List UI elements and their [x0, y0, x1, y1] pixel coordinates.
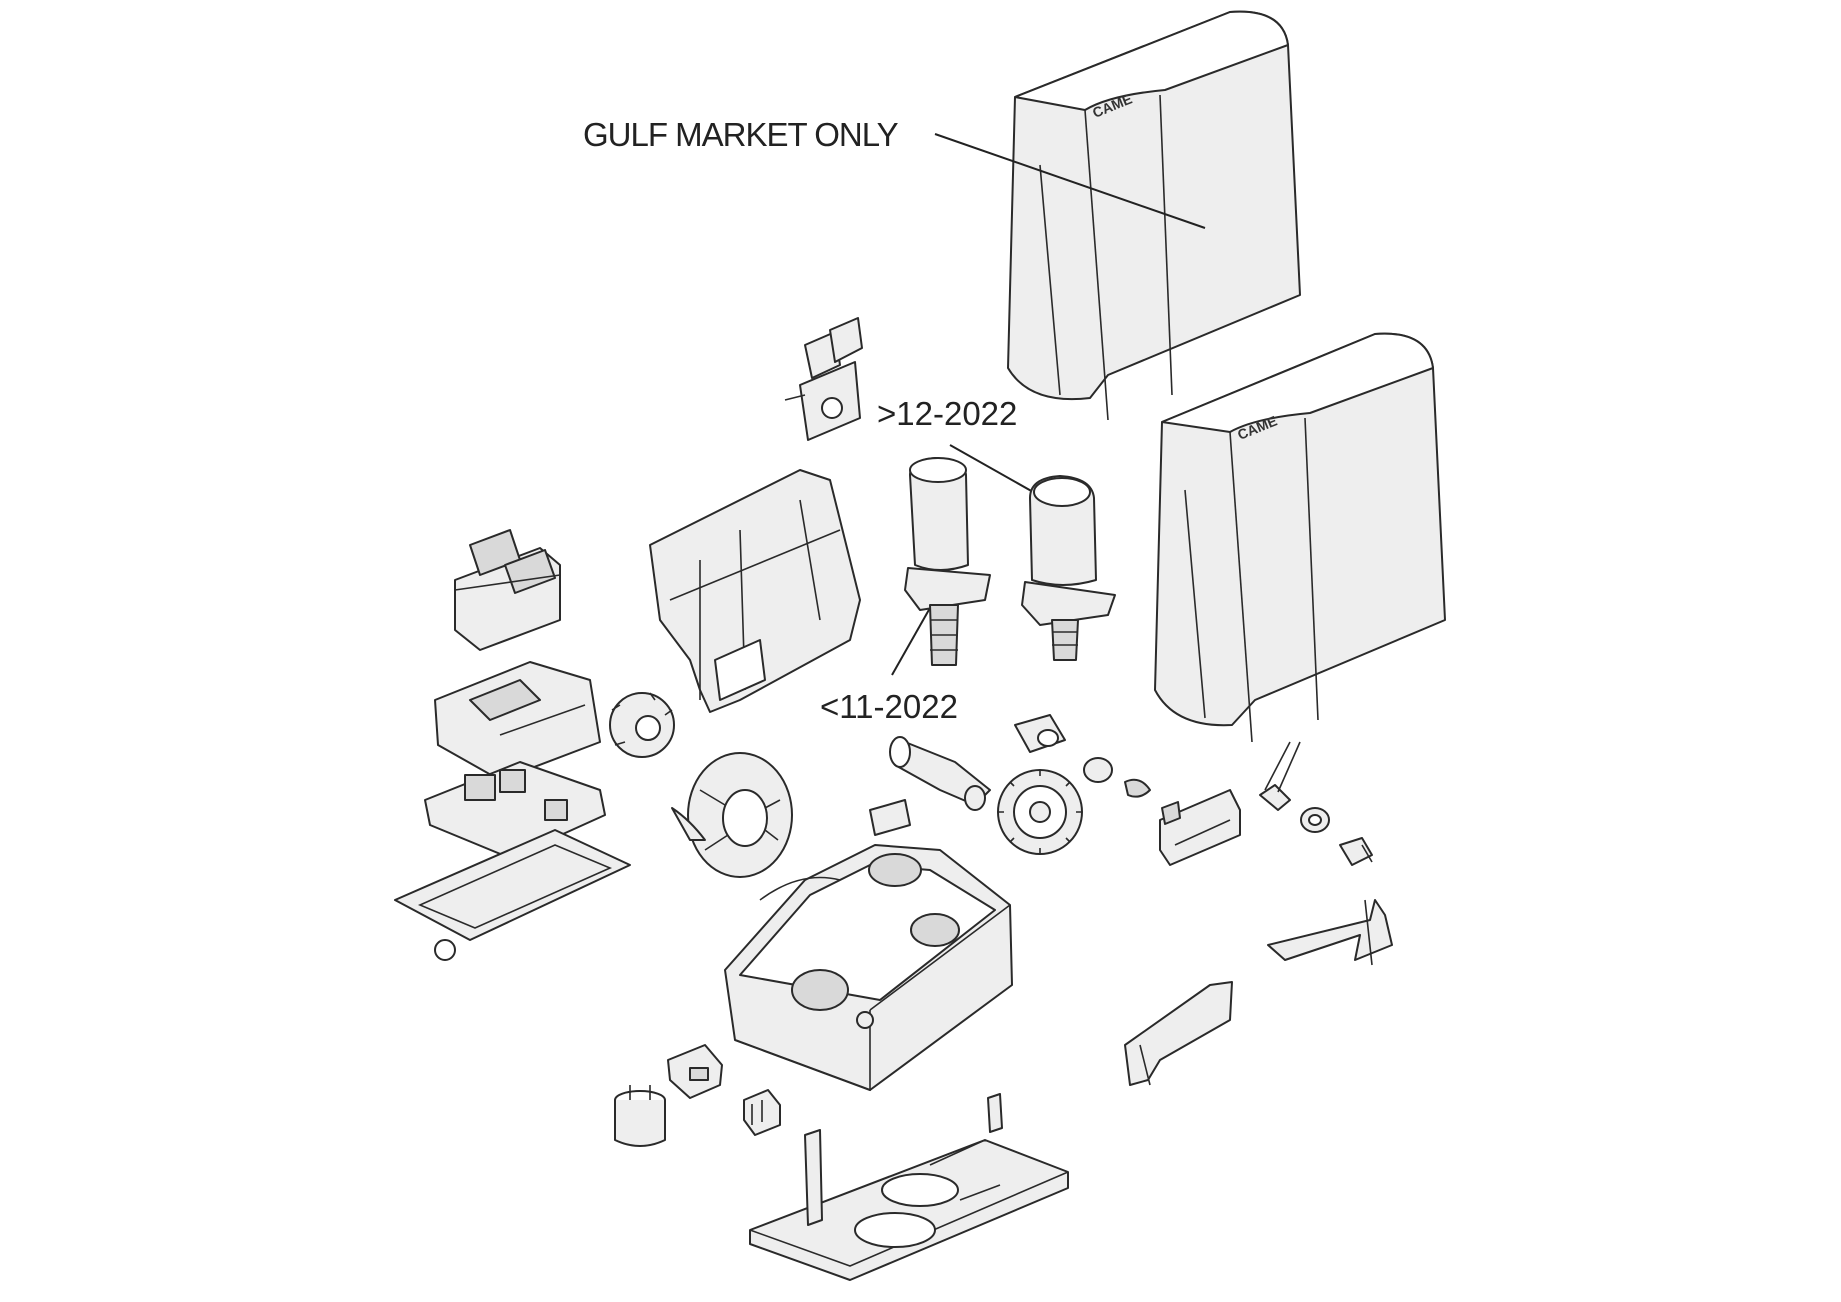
worm-shaft	[889, 736, 991, 811]
control-board-cover	[434, 661, 601, 781]
label-after-12-2022: >12-2022	[877, 395, 1018, 432]
capacitor	[614, 1085, 666, 1147]
drive-pinion	[609, 692, 675, 758]
terminal-block	[743, 1089, 781, 1136]
microswitch	[667, 1044, 723, 1099]
board-base-plate	[394, 829, 631, 961]
cover-gulf: CAME	[1007, 10, 1301, 421]
label-before-11-2022: <11-2022	[820, 688, 958, 725]
limit-switch-clips	[784, 317, 863, 441]
small-parts	[1014, 714, 1151, 798]
release-lever	[1159, 789, 1241, 866]
motor-after-12-2022	[1021, 475, 1116, 661]
label-gulf-market-only: GULF MARKET ONLY	[583, 116, 899, 153]
output-gear	[997, 769, 1083, 855]
cover-standard: CAME	[1154, 332, 1446, 743]
foundation-plate	[749, 1093, 1069, 1281]
metal-chassis	[649, 469, 861, 713]
leader-gulf	[934, 133, 1206, 229]
gearbox-housing	[724, 799, 1013, 1092]
nut-bushing	[1300, 807, 1330, 833]
transformer	[454, 529, 561, 651]
release-wheel	[671, 752, 793, 878]
release-screw	[1339, 837, 1373, 866]
motor-before-11-2022	[904, 457, 991, 666]
lock-cylinder	[1259, 741, 1301, 811]
limit-cam-right	[1267, 899, 1393, 966]
limit-cam-left	[1124, 981, 1233, 1086]
